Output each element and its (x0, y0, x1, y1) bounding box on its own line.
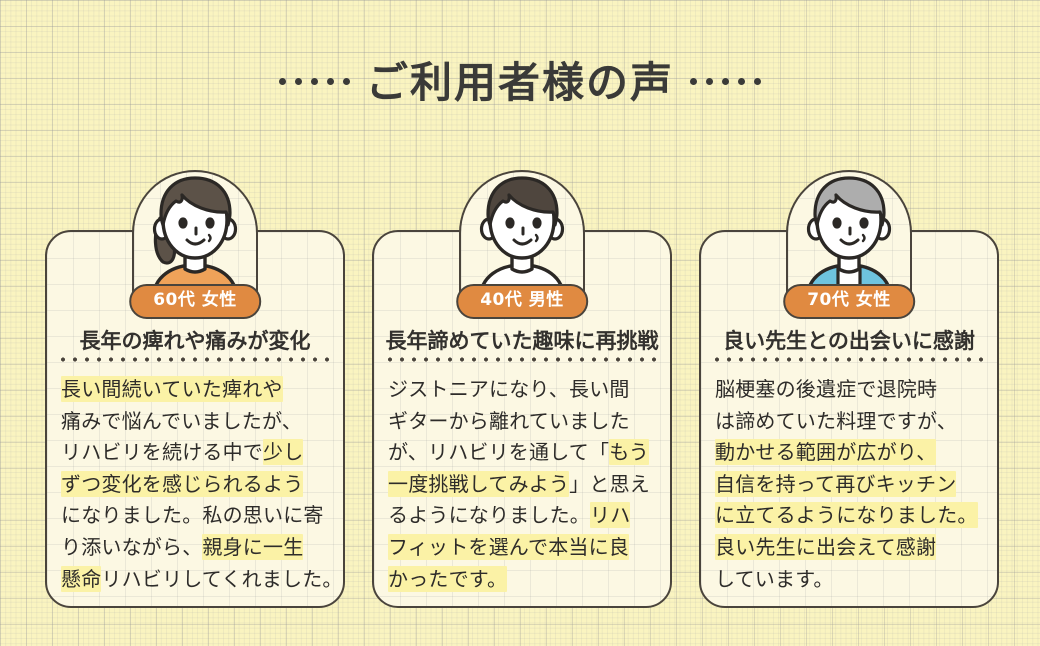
title-dots-left (278, 77, 350, 89)
highlighted-text: フィットを選んで本当に良 (388, 533, 629, 560)
highlighted-text: かったです。 (388, 565, 508, 592)
dotted-divider (388, 357, 656, 362)
highlighted-text: もう (609, 439, 650, 466)
testimonial-heading: 長年諦めていた趣味に再挑戦 (385, 329, 659, 353)
highlighted-text: 親身に一生 (202, 533, 304, 560)
highlighted-text: 長い間続いていた痺れや (61, 376, 283, 402)
testimonial-card: 70代 女性 良い先生との出会いに感謝 脳梗塞の後遺症で退院時は諦めていた料理で… (699, 170, 999, 608)
age-gender-badge: 60代 女性 (129, 284, 261, 319)
page-title: ご利用者様の声 (365, 58, 674, 107)
plain-text: 痛みで悩んでいましたが、 (61, 408, 302, 433)
testimonial-line: に立てるようになりました。 (715, 500, 983, 532)
avatar-man-40s (478, 176, 566, 300)
dotted-divider (61, 357, 329, 362)
highlighted-text: に立てるようになりました。 (715, 502, 978, 529)
plain-text: るようになりました。 (388, 503, 590, 528)
highlighted-text: ずつ変化を感じられるよう (61, 470, 304, 497)
highlighted-text: リハ (590, 502, 631, 529)
avatar (783, 170, 915, 300)
testimonial-line: になりました。私の思いに寄 (61, 500, 329, 532)
plain-text: リハビリしてくれました。 (101, 566, 343, 591)
plain-text: ギターから離れていました (388, 408, 630, 433)
testimonial-heading: 良い先生との出会いに感謝 (723, 329, 975, 353)
avatar-woman-60s (151, 176, 239, 300)
testimonial-text: 脳梗塞の後遺症で退院時は諦めていた料理ですが、動かせる範囲が広がり、自信を持って… (715, 374, 983, 595)
testimonial-card: 40代 男性 長年諦めていた趣味に再挑戦 ジストニアになり、長い間ギターから離れ… (372, 170, 672, 608)
testimonial-heading: 長年の痺れや痛みが変化 (79, 329, 311, 353)
testimonial-line: ジストニアになり、長い間 (388, 374, 656, 406)
testimonial-line: 痛みで悩んでいましたが、 (61, 406, 329, 438)
plain-text: 」と思え (569, 471, 651, 496)
testimonial-line: 動かせる範囲が広がり、 (715, 437, 983, 469)
highlighted-text: 自信を持って再びキッチン (715, 470, 957, 497)
avatar-woman-70s (805, 176, 893, 300)
dotted-divider (715, 357, 983, 362)
age-gender-badge: 70代 女性 (783, 284, 915, 319)
testimonial-line: かったです。 (388, 564, 656, 596)
plain-text: しています。 (715, 566, 834, 591)
testimonial-line: は諦めていた料理ですが、 (715, 406, 983, 438)
plain-text: は諦めていた料理ですが、 (715, 408, 957, 433)
page-title-row: ご利用者様の声 (0, 62, 1040, 104)
highlighted-text: 動かせる範囲が広がり、 (715, 439, 937, 466)
plain-text: 脳梗塞の後遺症で退院時 (715, 377, 938, 401)
title-dots-right (690, 77, 761, 89)
highlighted-text: 懸命 (61, 565, 102, 592)
testimonial-line: 脳梗塞の後遺症で退院時 (715, 374, 983, 406)
testimonial-line: 懸命リハビリしてくれました。 (61, 564, 342, 596)
age-gender-badge: 40代 男性 (456, 284, 588, 319)
testimonial-line: ギターから離れていました (388, 406, 656, 438)
avatar (456, 170, 588, 300)
highlighted-text: 一度挑戦してみよう (388, 470, 570, 497)
plain-text: が、リハビリを通して「 (388, 440, 610, 465)
testimonial-line: しています。 (715, 564, 983, 596)
testimonial-line: 自信を持って再びキッチン (715, 469, 983, 501)
testimonial-text: 長い間続いていた痺れや痛みで悩んでいましたが、リハビリを続ける中で少しずつ変化を… (61, 374, 342, 596)
testimonial-text: ジストニアになり、長い間ギターから離れていましたが、リハビリを通して「もう一度挑… (388, 374, 656, 595)
testimonial-line: リハビリを続ける中で少し (61, 437, 329, 469)
testimonial-card: 60代 女性 長年の痺れや痛みが変化 長い間続いていた痺れや痛みで悩んでいました… (45, 170, 345, 608)
testimonial-line: が、リハビリを通して「もう (388, 437, 656, 469)
testimonial-line: フィットを選んで本当に良 (388, 532, 656, 564)
testimonial-line: 長い間続いていた痺れや (61, 374, 329, 406)
testimonial-line: 一度挑戦してみよう」と思え (388, 469, 656, 501)
plain-text: になりました。私の思いに寄 (61, 503, 324, 528)
testimonial-line: り添いながら、親身に一生 (61, 532, 329, 564)
avatar (129, 170, 261, 300)
testimonial-line: 良い先生に出会えて感謝 (715, 532, 983, 564)
highlighted-text: 少し (263, 439, 304, 466)
plain-text: り添いながら、 (61, 534, 203, 559)
plain-text: リハビリを続ける中で (61, 440, 263, 465)
testimonial-line: るようになりました。リハ (388, 500, 656, 532)
plain-text: ジストニアになり、長い間 (388, 377, 630, 401)
testimonial-line: ずつ変化を感じられるよう (61, 469, 329, 501)
highlighted-text: 良い先生に出会えて感謝 (715, 533, 937, 560)
